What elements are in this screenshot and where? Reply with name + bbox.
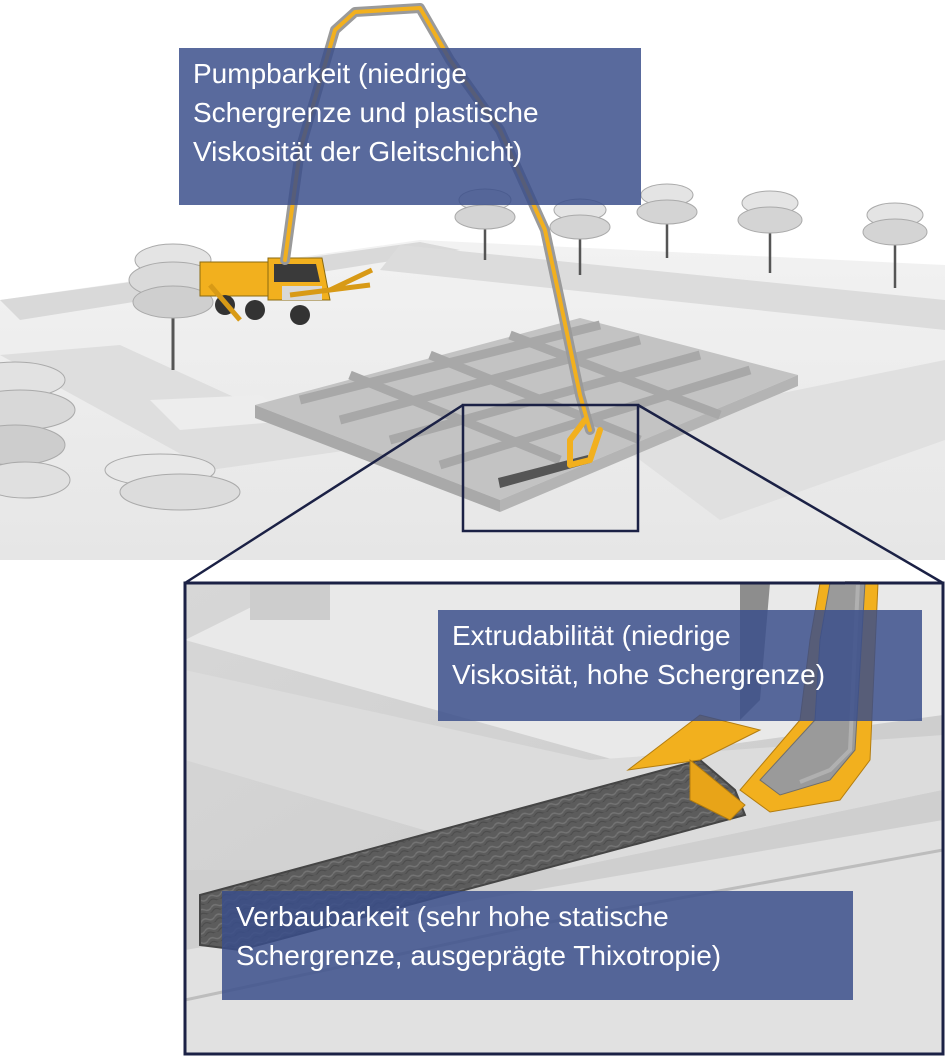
buildability-label: Verbaubarkeit (sehr hohe statische Scher…	[222, 891, 853, 1000]
tree-icon	[636, 183, 698, 258]
road-front-right	[600, 360, 945, 520]
road-right	[380, 245, 945, 330]
extrudability-label: Extrudabilität (niedrige Viskosität, hoh…	[438, 610, 922, 721]
zoom-line-right	[637, 403, 944, 585]
tree-icon	[0, 361, 76, 499]
zoom-detail-frame	[183, 581, 945, 1056]
zoom-source-frame	[461, 403, 640, 533]
trees	[0, 183, 928, 511]
zoom-indicator	[184, 403, 944, 585]
zoom-line-left	[184, 403, 464, 585]
tree-icon	[862, 202, 928, 288]
concrete-pump-truck-icon	[199, 257, 374, 325]
tree-icon	[104, 453, 241, 511]
tree-icon	[737, 190, 803, 273]
pumpability-label: Pumpbarkeit (niedrige Schergrenze und pl…	[179, 48, 641, 205]
